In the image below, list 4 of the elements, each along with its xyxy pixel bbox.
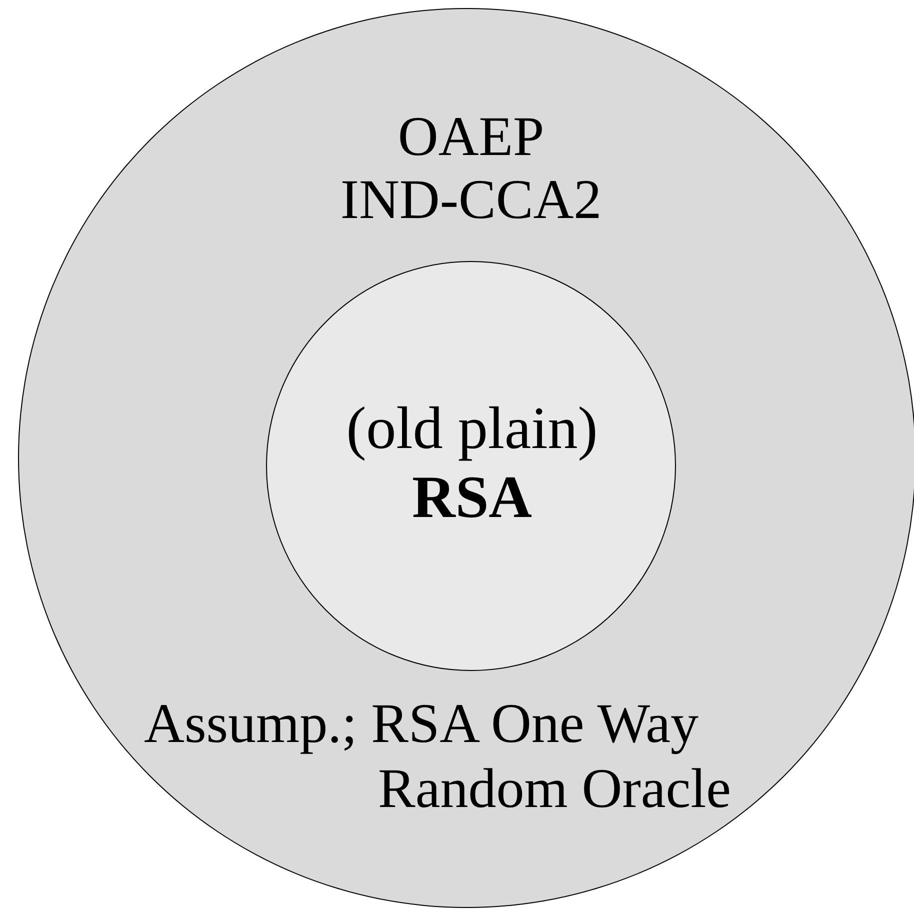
assumption-label: Assump.; RSA One Way Random Oracle [144, 692, 732, 822]
core-label: (old plain) RSA [345, 394, 599, 532]
scheme-label: OAEP [396, 105, 546, 170]
security-label: IND-CCA2 [339, 168, 603, 233]
